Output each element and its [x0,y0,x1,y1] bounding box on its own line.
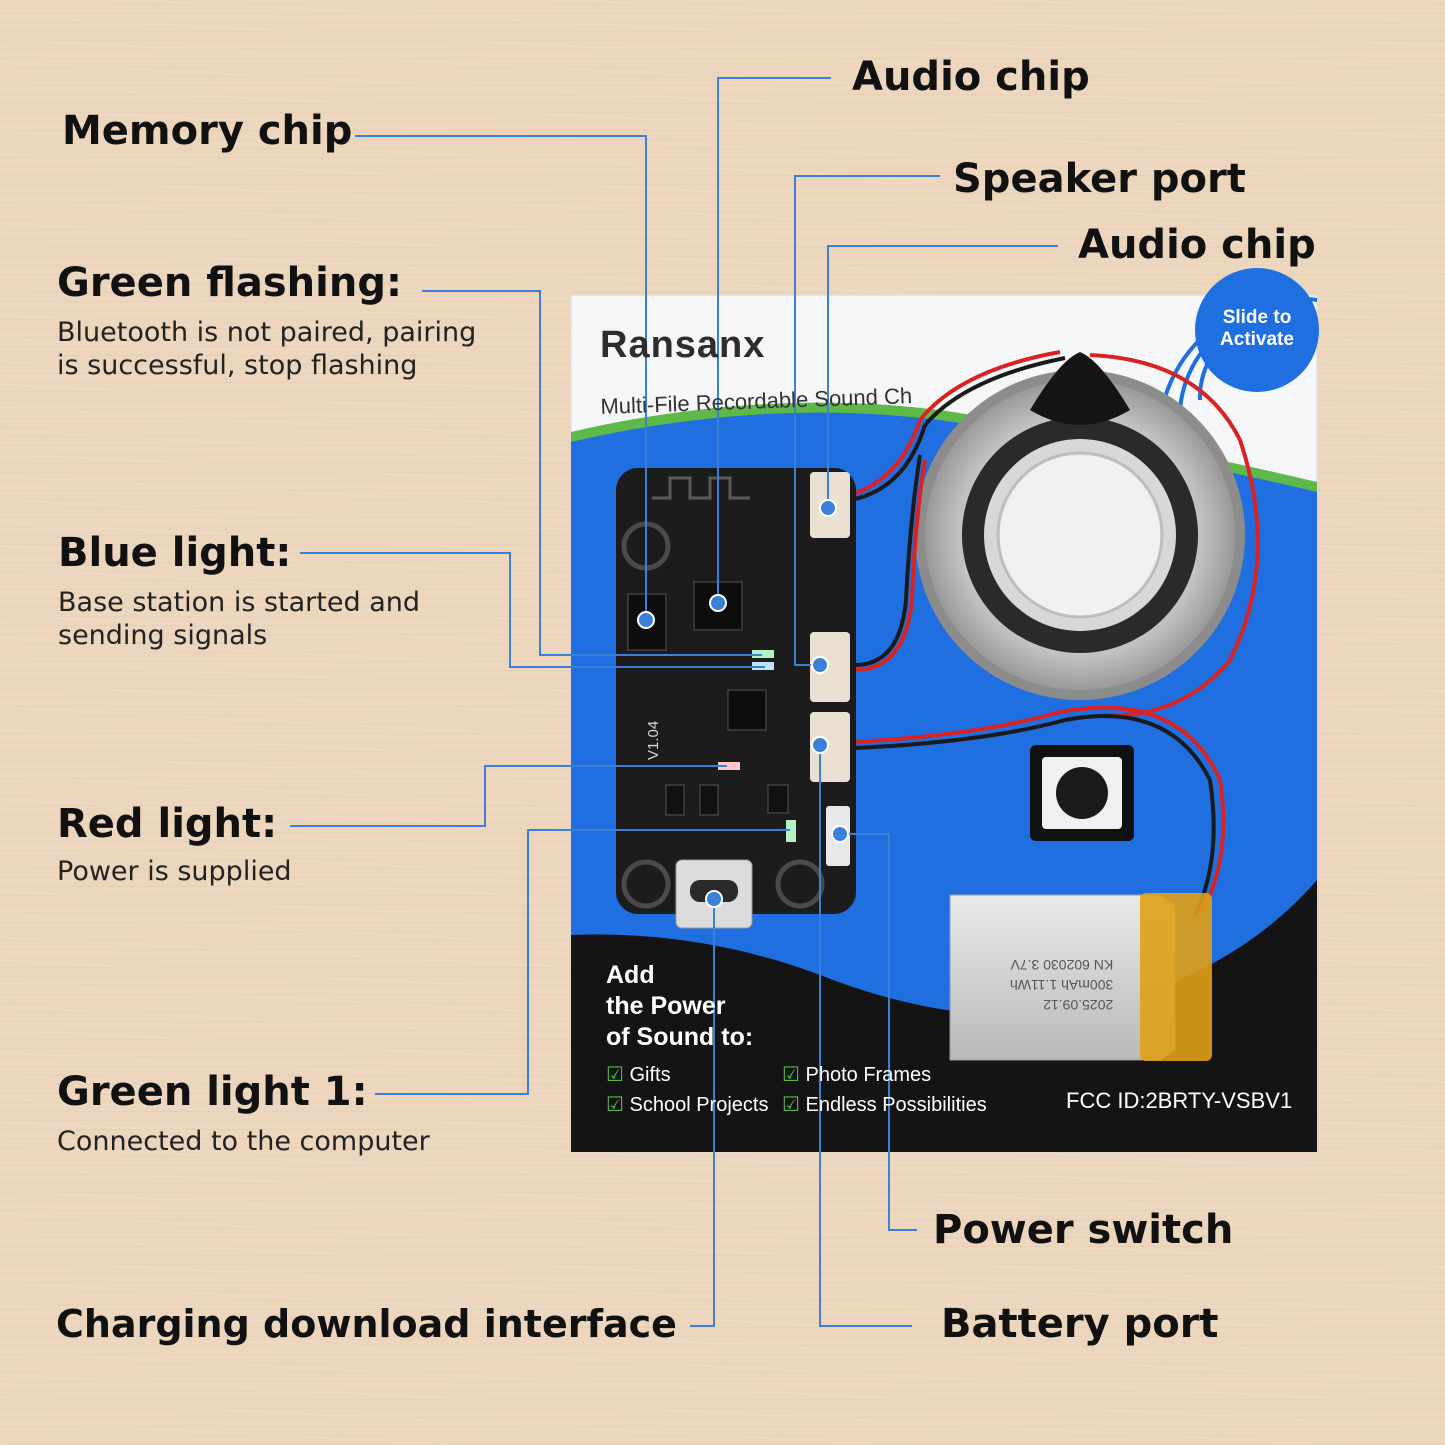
check-item: ☑ Photo Frames [782,1064,932,1086]
label-red-light: Red light: [57,801,278,847]
promo-text: Add the Power of Sound to: [606,960,753,1053]
label-audio-chip-top: Audio chip [852,54,1090,100]
activate-badge-text: Slide to Activate [1205,307,1309,351]
battery [949,893,1212,1061]
activate-badge [1195,268,1319,392]
brand-logo: Ransanx [600,324,766,366]
desc-red-light: Power is supplied [57,856,292,887]
label-charging-interface: Charging download interface [56,1302,677,1346]
checkbox-icon: ☑ [606,1064,624,1086]
label-green-flashing: Green flashing: [57,260,402,306]
desc-green-flashing: Bluetooth is not paired, pairing is succ… [57,317,477,381]
check-item: ☑ Gifts [606,1064,671,1086]
battery-label: 2025.09.12 300mAh 1.11Wh KN 602030 3.7V [1010,957,1114,1013]
label-audio-chip-right: Audio chip [1078,222,1316,268]
speaker-port-connector [810,632,850,702]
promo-line2: the Power [606,992,726,1020]
badge-line2: Activate [1220,329,1294,350]
label-blue-light: Blue light: [58,530,292,576]
leader-lines [290,77,1058,1327]
checkbox-icon: ☑ [782,1064,800,1086]
label-power-switch: Power switch [933,1207,1234,1253]
label-memory-chip: Memory chip [62,108,353,154]
fcc-id: FCC ID:2BRTY-VSBV1 [1066,1088,1293,1113]
check-item: ☑ School Projects [606,1094,769,1116]
promo-line1: Add [606,961,655,989]
promo-line3: of Sound to: [606,1023,754,1051]
desc-blue-light: Base station is started and sending sign… [58,587,420,651]
svg-text:V1.04: V1.04 [645,721,662,760]
speaker [915,352,1245,700]
badge-line1: Slide to [1222,307,1292,328]
push-button-module [1030,745,1134,841]
leader-dots [637,499,849,908]
desc-green-light-1: Connected to the computer [57,1126,430,1157]
checkbox-icon: ☑ [782,1094,800,1116]
check-list: ☑ Gifts ☑ Photo Frames ☑ School Projects… [606,1060,1026,1120]
label-battery-port: Battery port [941,1301,1219,1347]
wires [849,350,1260,917]
check-item: ☑ Endless Possibilities [782,1094,987,1116]
label-green-light-1: Green light 1: [57,1069,368,1115]
label-speaker-port: Speaker port [953,156,1246,202]
checkbox-icon: ☑ [606,1094,624,1116]
